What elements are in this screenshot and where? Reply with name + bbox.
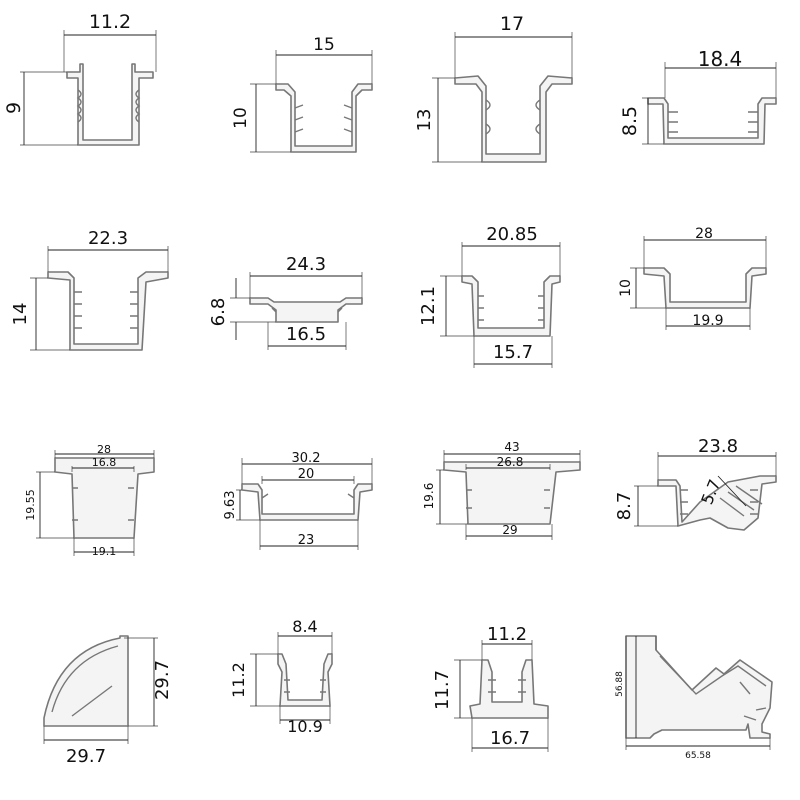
dim-label: 29 (502, 523, 517, 537)
profile-5: 22.3 14 (10, 228, 169, 351)
dim-label: 65.58 (685, 751, 711, 761)
dim-label: 56.88 (615, 671, 625, 697)
dim-label: 28 (695, 226, 713, 242)
dim-label: 11.2 (89, 11, 131, 33)
dim-label: 23.8 (698, 436, 738, 457)
dim-label: 43 (504, 440, 519, 454)
dim-label: 13 (414, 109, 435, 132)
dim-label: 28 (97, 443, 111, 456)
profile-9: 28 16.8 19.55 19.1 (24, 443, 155, 558)
dim-label: 14 (10, 303, 31, 326)
dim-label: 15 (313, 35, 335, 55)
dim-label: 17 (500, 13, 524, 35)
dim-label: 10.9 (287, 717, 323, 736)
dim-label: 20 (298, 467, 315, 482)
profile-15: 11.2 11.7 16.7 (432, 624, 549, 752)
dim-label: 8.4 (292, 617, 317, 636)
dim-label: 8.7 (614, 492, 635, 521)
dim-label: 29.7 (66, 746, 106, 767)
dim-label: 26.8 (497, 455, 524, 469)
dim-label: 11.7 (432, 670, 453, 710)
dim-label: 20.85 (486, 224, 538, 245)
dim-label: 11.2 (229, 662, 248, 698)
profile-1: 11.2 9 (3, 11, 157, 146)
dim-label: 9 (3, 102, 25, 114)
dim-label: 22.3 (88, 228, 128, 249)
dim-label: 6.8 (208, 298, 229, 327)
profile-6: 24.3 6.8 16.5 (208, 254, 363, 350)
dim-label: 29.7 (152, 660, 173, 700)
dim-label: 23 (298, 533, 315, 548)
dim-label: 16.7 (490, 728, 530, 749)
profile-14: 8.4 11.2 10.9 (229, 617, 333, 736)
dim-label: 19.1 (92, 545, 117, 558)
dim-label: 19.55 (24, 489, 37, 521)
dim-label: 15.7 (493, 342, 533, 363)
dim-label: 12.1 (418, 286, 439, 326)
dim-label: 19.6 (422, 483, 436, 510)
profile-10: 30.2 20 9.63 23 (223, 451, 373, 550)
dim-label: 16.5 (286, 324, 326, 345)
profile-3: 17 13 (414, 13, 573, 163)
profile-11: 43 26.8 19.6 29 (422, 440, 581, 540)
profile-2: 15 10 (231, 35, 373, 153)
profile-13: 29.7 29.7 (43, 635, 173, 767)
profile-4: 18.4 8.5 (619, 47, 777, 145)
dim-label: 24.3 (286, 254, 326, 275)
profile-12: 23.8 8.7 5.7 (614, 436, 777, 531)
dim-label: 16.8 (92, 456, 117, 469)
dim-label: 30.2 (292, 451, 321, 466)
profile-7: 20.85 12.1 15.7 (418, 224, 561, 368)
profile-8: 28 10 19.9 (618, 226, 767, 330)
dim-label: 9.63 (223, 491, 238, 520)
dim-label: 19.9 (692, 313, 723, 329)
dim-label: 18.4 (698, 47, 743, 71)
dim-label: 11.2 (487, 624, 527, 645)
dim-label: 10 (618, 279, 634, 297)
profile-16: 56.88 65.58 (615, 635, 773, 761)
dim-label: 8.5 (619, 106, 641, 136)
dim-label: 10 (231, 107, 251, 129)
